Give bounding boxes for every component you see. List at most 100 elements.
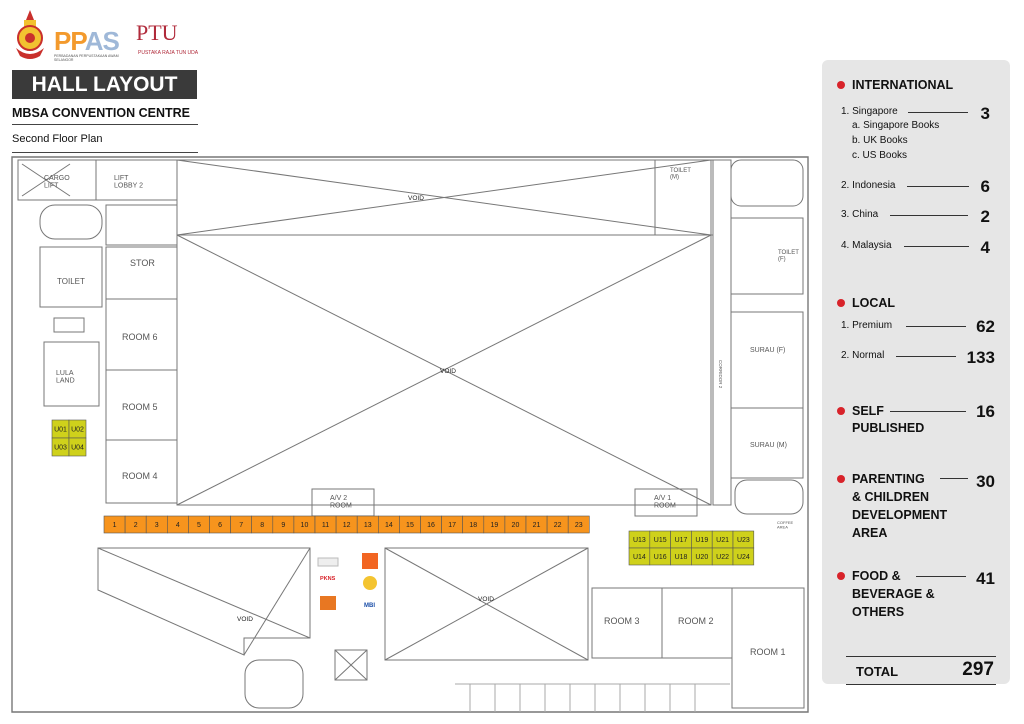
booth-label: U17 bbox=[675, 537, 688, 544]
intl-indonesia-label: 2. Indonesia bbox=[841, 180, 896, 191]
page-title: HALL LAYOUT bbox=[12, 70, 197, 99]
booth-label: 3 bbox=[155, 522, 159, 529]
booth-label: 22 bbox=[554, 522, 562, 529]
booth-label: U23 bbox=[737, 537, 750, 544]
leader-line bbox=[890, 215, 968, 216]
booth-label: 21 bbox=[533, 522, 541, 529]
stor-block bbox=[105, 246, 178, 300]
booth-label: 9 bbox=[281, 522, 285, 529]
booth-label: 12 bbox=[343, 522, 351, 529]
booth-label: U03 bbox=[54, 445, 67, 452]
ptu-logo-subtitle: PUSTAKA RAJA TUN UDA bbox=[138, 50, 199, 56]
divider bbox=[12, 124, 198, 125]
void-label-bottom-left: VOID bbox=[237, 616, 253, 623]
booth-label: 5 bbox=[197, 522, 201, 529]
surau-f-block bbox=[730, 311, 804, 409]
leader-line bbox=[908, 112, 968, 113]
leader-line bbox=[907, 186, 969, 187]
sponsor-logo-4-icon bbox=[362, 553, 378, 569]
local-normal-value: 133 bbox=[966, 348, 995, 367]
void-label-top: VOID bbox=[408, 195, 424, 202]
total-label: TOTAL bbox=[856, 664, 899, 679]
table-icon bbox=[53, 317, 85, 333]
booth-label: 2 bbox=[134, 522, 138, 529]
food-value: 41 bbox=[976, 569, 995, 588]
lift-bottom bbox=[334, 649, 368, 681]
intl-china-value: 2 bbox=[980, 207, 990, 226]
booth-summary-panel bbox=[822, 60, 1010, 684]
sponsor-logo-3-icon bbox=[320, 596, 336, 610]
bullet-icon bbox=[837, 81, 845, 89]
bullet-icon bbox=[837, 572, 845, 580]
booth-label: U24 bbox=[737, 554, 750, 561]
booth-label: 16 bbox=[427, 522, 435, 529]
room-label-surau-m: SURAU (M) bbox=[750, 442, 787, 449]
booth-cell bbox=[567, 515, 590, 534]
booth-label: 13 bbox=[364, 522, 372, 529]
room-label-stor: STOR bbox=[130, 258, 155, 268]
void-bottom-left-area bbox=[97, 547, 311, 656]
booth-label: 4 bbox=[176, 522, 180, 529]
section-parenting-line2: & CHILDREN bbox=[852, 490, 930, 504]
room-label-toilet-f: TOILET(F) bbox=[778, 250, 799, 263]
section-food-line2: BEVERAGE & bbox=[852, 587, 935, 601]
sponsor-logo-1-icon bbox=[317, 557, 339, 567]
room-label-room4: ROOM 4 bbox=[122, 471, 158, 481]
sponsor-logo-5-icon bbox=[363, 576, 377, 590]
leader-line bbox=[890, 411, 966, 412]
intl-sub-item: a. Singapore Books bbox=[852, 120, 940, 131]
leader-line bbox=[916, 576, 966, 577]
booth-label: U22 bbox=[716, 554, 729, 561]
section-food-line3: OTHERS bbox=[852, 605, 905, 619]
booth-label: 7 bbox=[239, 522, 243, 529]
parenting-value: 30 bbox=[976, 472, 995, 491]
intl-china-label: 3. China bbox=[841, 209, 879, 220]
intl-sub-item: c. US Books bbox=[852, 150, 908, 161]
total-divider bbox=[846, 656, 996, 657]
room-label-toilet-left: TOILET bbox=[57, 277, 85, 286]
lula-land-block bbox=[43, 341, 100, 407]
booth-label: 15 bbox=[406, 522, 414, 529]
leader-line bbox=[904, 246, 969, 247]
staircase-right-bottom bbox=[734, 479, 804, 515]
booth-label: U01 bbox=[54, 427, 67, 434]
booth-label: U18 bbox=[675, 554, 688, 561]
booth-label: U19 bbox=[695, 537, 708, 544]
leader-line bbox=[906, 326, 966, 327]
room-label-room5: ROOM 5 bbox=[122, 402, 158, 412]
section-parenting: PARENTING bbox=[837, 472, 925, 486]
void-label-center: VOID bbox=[440, 368, 456, 375]
section-international: INTERNATIONAL bbox=[837, 78, 953, 92]
booth-label: U21 bbox=[716, 537, 729, 544]
room-label-room3: ROOM 3 bbox=[604, 616, 640, 626]
leader-line bbox=[896, 356, 956, 357]
leader-line bbox=[940, 478, 968, 479]
room1-block bbox=[731, 587, 805, 709]
total-value: 297 bbox=[962, 659, 994, 680]
local-premium-value: 62 bbox=[976, 317, 995, 336]
local-premium-label: 1. Premium bbox=[841, 320, 893, 331]
section-self-published-line2: PUBLISHED bbox=[852, 421, 925, 435]
room-label-room6: ROOM 6 bbox=[122, 332, 158, 342]
booth-label: 20 bbox=[512, 522, 520, 529]
bullet-icon bbox=[837, 475, 845, 483]
void-label-bottom-center: VOID bbox=[478, 596, 494, 603]
section-local: LOCAL bbox=[837, 296, 895, 310]
booth-label: U14 bbox=[633, 554, 646, 561]
toilet-f-block bbox=[730, 217, 804, 295]
toilet-left-block bbox=[39, 246, 103, 308]
booth-label: 19 bbox=[490, 522, 498, 529]
room-label-room1: ROOM 1 bbox=[750, 647, 786, 657]
bullet-icon bbox=[837, 407, 845, 415]
sponsor-mbi-label: MBI bbox=[364, 603, 375, 609]
section-self-published: SELF bbox=[837, 404, 884, 418]
intl-sub-item: b. UK Books bbox=[852, 135, 908, 146]
booth-label: U04 bbox=[71, 445, 84, 452]
